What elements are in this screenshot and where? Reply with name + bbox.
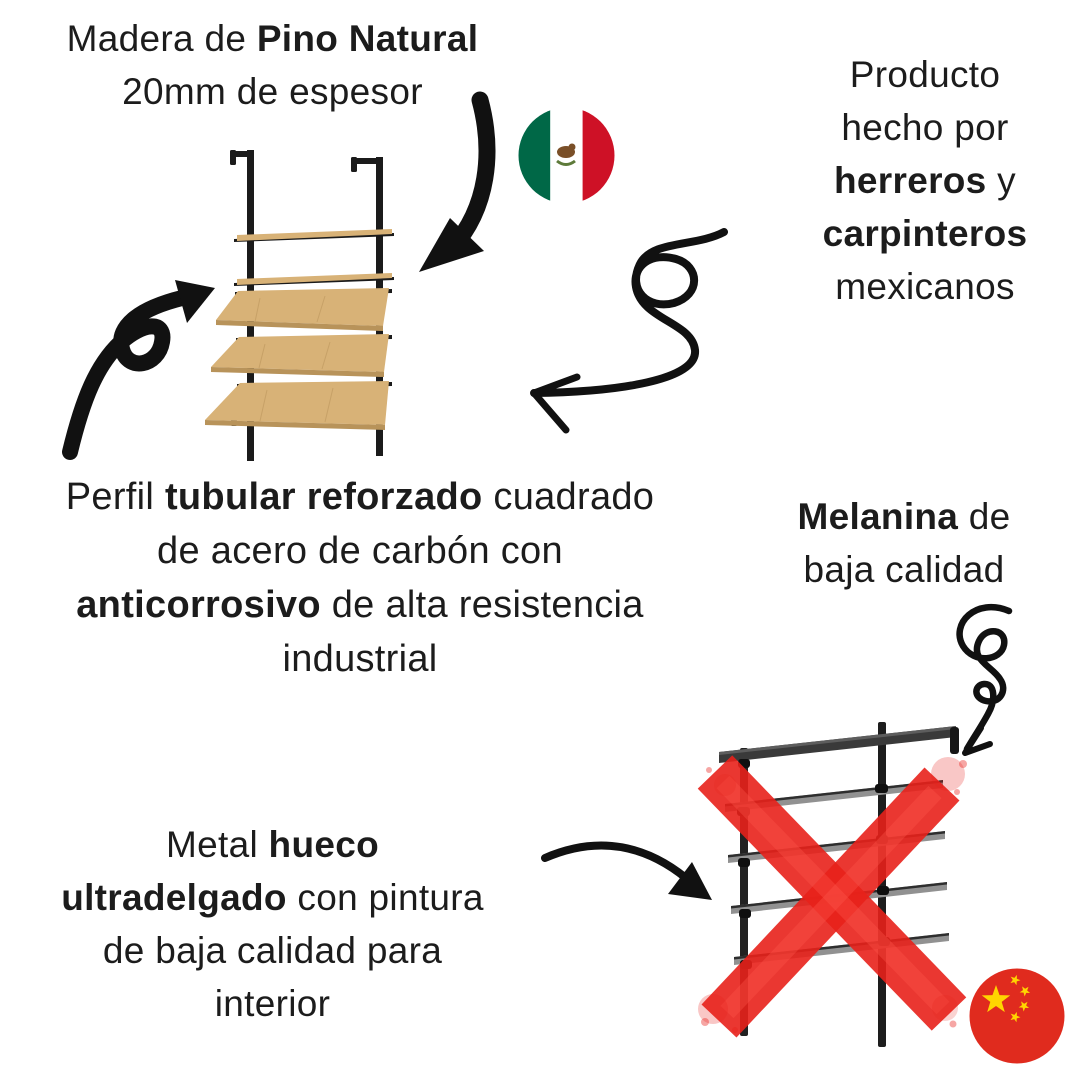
- text-line: hecho por: [841, 107, 1009, 148]
- tilted-board-2-edge: [211, 367, 384, 377]
- makers-note: Producto hecho por herreros y carpintero…: [770, 48, 1080, 313]
- melamine-note: Melanina de baja calidad: [748, 490, 1060, 596]
- flat-board-2: [237, 273, 392, 285]
- text-line: Perfil tubular reforzado cuadrado: [10, 470, 710, 524]
- text-line: de baja calidad para: [102, 930, 443, 971]
- arrow-left-loop-to-shelf: [62, 280, 215, 460]
- metal-note: Metal hueco ultradelgado con pintura de …: [0, 818, 545, 1030]
- text-line: industrial: [282, 638, 438, 680]
- text-segment-bold: hueco: [268, 824, 380, 865]
- tilted-board-1-edge: [216, 320, 383, 331]
- tilted-board-3-edge: [205, 420, 385, 430]
- mexico-flag-icon: [518, 107, 615, 204]
- flat-board-1: [237, 229, 392, 241]
- wood-note: Madera de Pino Natural 20mm de espesor: [0, 12, 545, 118]
- china-flag-icon: [969, 968, 1065, 1064]
- text-segment: Metal: [165, 824, 269, 865]
- text-line: baja calidad: [803, 549, 1005, 590]
- arrow-curly-makers-to-shelf: [530, 228, 728, 434]
- text-segment-bold: herreros: [834, 160, 987, 201]
- text-line: Madera de Pino Natural: [0, 12, 545, 65]
- metal-shelf-illustration: [697, 722, 967, 1047]
- red-x-mark: [697, 755, 967, 1038]
- tilted-board-3: [205, 381, 389, 425]
- text-line: anticorrosivo de alta resistencia: [10, 578, 710, 632]
- text-segment: Perfil: [65, 476, 165, 518]
- text-line: mexicanos: [835, 266, 1015, 307]
- text-segment-bold: ultradelgado: [61, 877, 287, 918]
- text-line: 20mm de espesor: [122, 71, 423, 112]
- text-line: herreros y: [770, 154, 1080, 207]
- text-line: Producto: [849, 54, 1001, 95]
- mexico-eagle-emblem: [556, 143, 576, 166]
- text-line: interior: [214, 983, 331, 1024]
- pipe-board-top-highlight: [719, 726, 956, 755]
- pipe-elbow: [950, 727, 959, 754]
- text-segment: y: [986, 160, 1016, 201]
- arrow-wood-note-to-shelf: [419, 91, 496, 272]
- tilted-board-1: [216, 288, 389, 326]
- text-line: ultradelgado con pintura: [0, 871, 545, 924]
- text-segment-bold: tubular reforzado: [164, 476, 483, 518]
- text-segment-bold: Pino Natural: [256, 18, 479, 59]
- wood-grain: [254, 295, 334, 423]
- text-segment: de alta resistencia: [320, 584, 644, 626]
- text-segment: Madera de: [66, 18, 257, 59]
- steel-note: Perfil tubular reforzado cuadrado de ace…: [10, 470, 710, 686]
- tilted-board-2: [211, 334, 389, 372]
- text-line: Melanina de: [748, 490, 1060, 543]
- text-line: carpinteros: [822, 213, 1028, 254]
- text-segment: con pintura: [286, 877, 484, 918]
- text-segment: de: [958, 496, 1011, 537]
- arrow-metal-note-to-bad-shelf: [541, 841, 712, 900]
- text-segment-bold: Melanina: [797, 496, 959, 537]
- text-segment-bold: anticorrosivo: [76, 584, 321, 626]
- text-segment: cuadrado: [482, 476, 655, 518]
- text-line: de acero de carbón con: [157, 530, 563, 572]
- wood-shelf-illustration: [205, 150, 394, 461]
- text-line: Metal hueco: [0, 818, 545, 871]
- spray-speckles: [698, 757, 967, 1033]
